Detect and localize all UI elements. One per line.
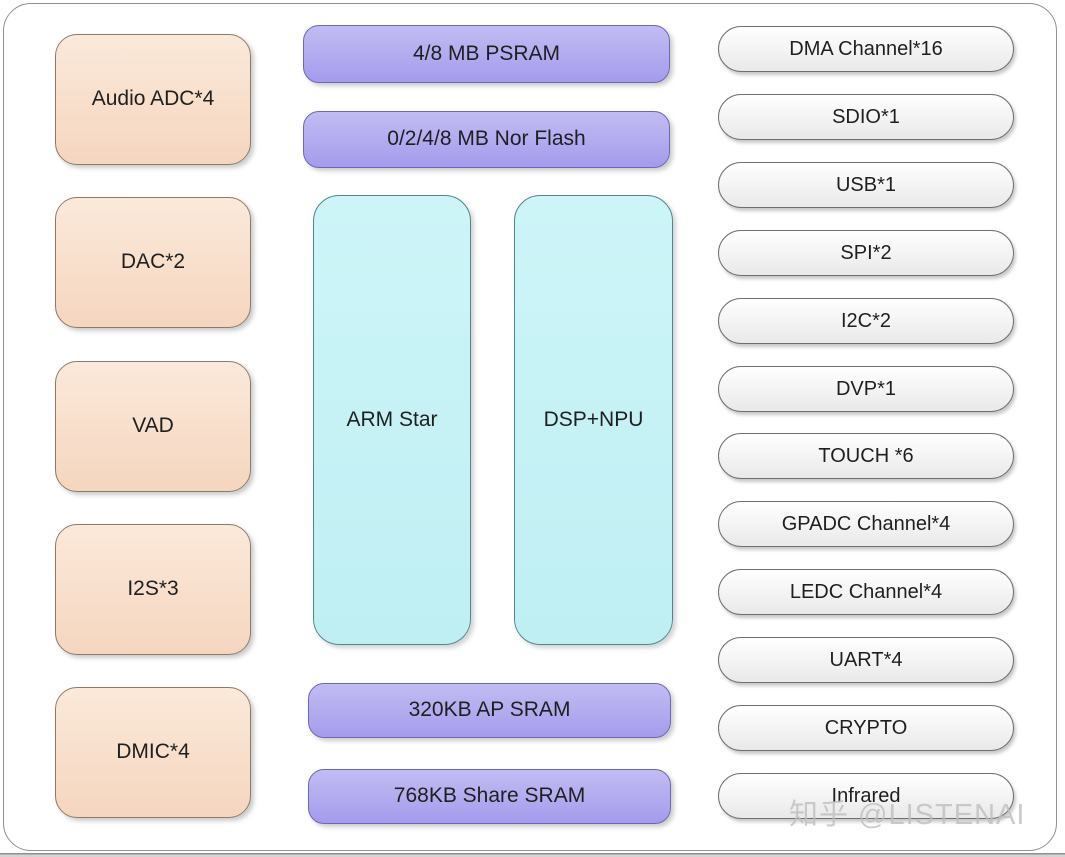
block-label: SDIO*1	[832, 105, 900, 128]
block-label: GPADC Channel*4	[781, 512, 951, 535]
block-label: DSP+NPU	[543, 407, 644, 431]
block-dsp-npu-core: DSP+NPU	[514, 195, 673, 645]
block-label: TOUCH *6	[818, 444, 914, 467]
block-label: UART*4	[829, 648, 903, 671]
block-label: Audio ADC*4	[91, 87, 215, 111]
block-sdio: SDIO*1	[718, 94, 1014, 140]
block-psram: 4/8 MB PSRAM	[303, 25, 670, 83]
block-label: ARM Star	[346, 407, 438, 431]
block-spi: SPI*2	[718, 230, 1014, 276]
block-infrared: Infrared	[718, 773, 1014, 819]
image-bottom-edge	[0, 853, 1065, 857]
block-dma-channel: DMA Channel*16	[718, 26, 1014, 72]
block-label: I2C*2	[840, 309, 892, 332]
block-uart: UART*4	[718, 637, 1014, 683]
block-label: SPI*2	[840, 241, 892, 264]
block-i2s: I2S*3	[55, 524, 251, 655]
block-dvp: DVP*1	[718, 366, 1014, 412]
block-dac: DAC*2	[55, 197, 251, 328]
block-label: DAC*2	[120, 250, 186, 274]
block-nor-flash: 0/2/4/8 MB Nor Flash	[303, 111, 670, 168]
block-usb: USB*1	[718, 162, 1014, 208]
block-label: VAD	[132, 414, 174, 438]
block-audio-adc: Audio ADC*4	[55, 34, 251, 165]
block-label: I2S*3	[127, 577, 179, 601]
block-vad: VAD	[55, 361, 251, 492]
block-label: Infrared	[831, 784, 901, 807]
block-ap-sram: 320KB AP SRAM	[308, 683, 671, 738]
zhihu-listenai-watermark: 知乎 @LISTENAI	[789, 799, 1026, 831]
block-ledc-channel: LEDC Channel*4	[718, 569, 1014, 615]
block-label: 768KB Share SRAM	[393, 784, 586, 808]
block-label: 0/2/4/8 MB Nor Flash	[387, 127, 586, 151]
block-touch: TOUCH *6	[718, 433, 1014, 479]
block-i2c: I2C*2	[718, 298, 1014, 344]
block-label: 4/8 MB PSRAM	[412, 41, 561, 65]
block-crypto: CRYPTO	[718, 705, 1014, 751]
block-dmic: DMIC*4	[55, 687, 251, 818]
block-label: USB*1	[835, 173, 897, 196]
block-label: DMIC*4	[116, 740, 190, 764]
block-label: 320KB AP SRAM	[408, 698, 571, 722]
block-arm-star-core: ARM Star	[313, 195, 471, 645]
block-gpadc-channel: GPADC Channel*4	[718, 501, 1014, 547]
block-label: CRYPTO	[824, 716, 908, 739]
block-label: DMA Channel*16	[789, 37, 943, 60]
block-label: LEDC Channel*4	[789, 580, 943, 603]
block-label: DVP*1	[835, 377, 897, 400]
block-share-sram: 768KB Share SRAM	[308, 769, 671, 824]
